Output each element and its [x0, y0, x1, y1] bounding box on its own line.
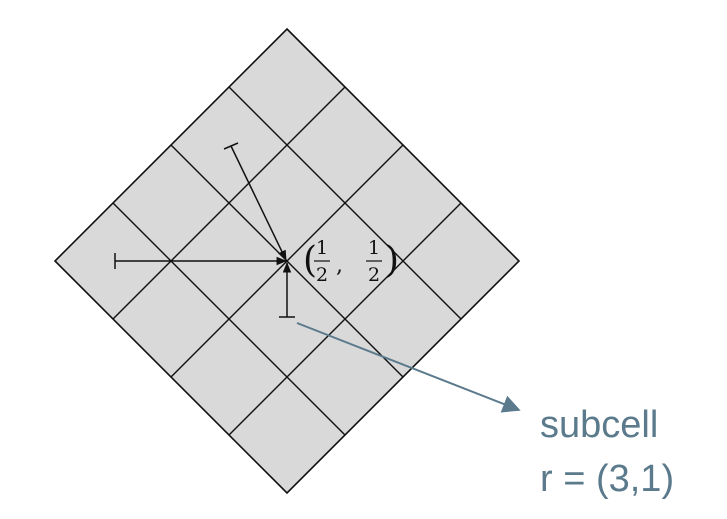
callout-line-1: subcell: [540, 404, 658, 446]
fraction-2-numerator: 1: [368, 237, 380, 259]
label-comma: ,: [336, 253, 343, 278]
fraction-2-denominator: 2: [368, 264, 380, 286]
point-label: ( 1 2 , 1 2 ): [303, 237, 399, 286]
callout-arrow: [296, 322, 521, 413]
fraction-1-numerator: 1: [316, 237, 328, 259]
vector-upper: [230, 145, 287, 261]
fraction-1-denominator: 2: [316, 264, 328, 286]
paren-open: (: [303, 240, 317, 281]
callout-line-2: r = (3,1): [540, 458, 674, 500]
vectors: [114, 142, 295, 318]
tee-upper: [223, 142, 239, 150]
paren-close: ): [385, 240, 399, 281]
